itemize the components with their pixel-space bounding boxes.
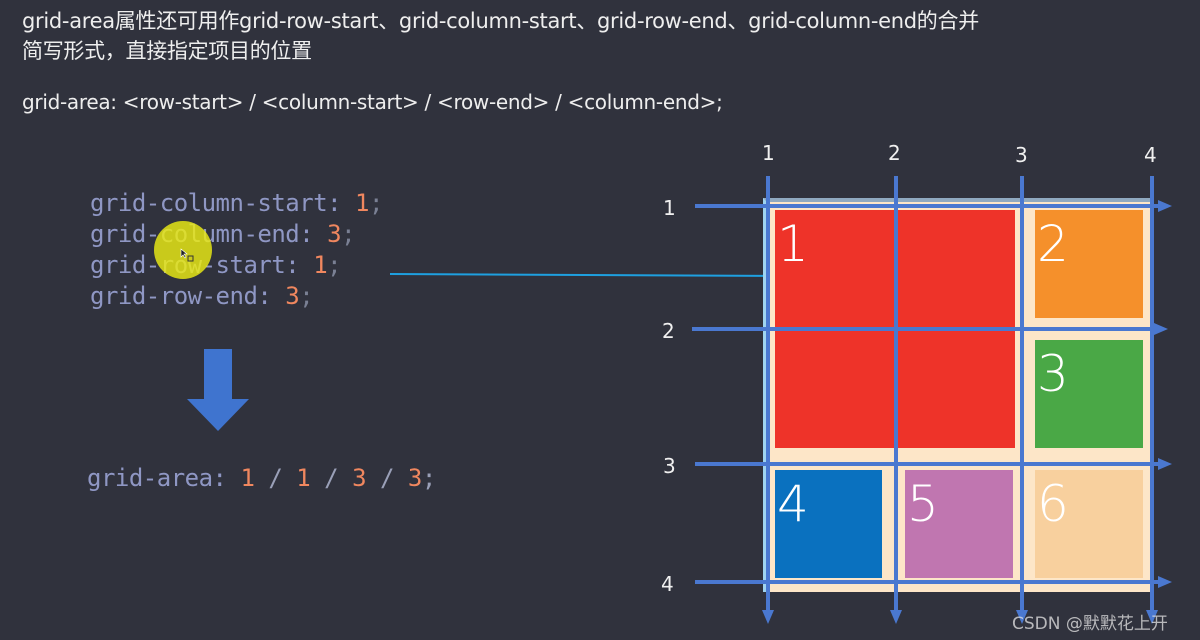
code-value: 1 xyxy=(240,464,255,492)
code-line: grid-column-start: 1; xyxy=(90,188,383,219)
code-value: 3 xyxy=(407,464,422,492)
grid-item-5: 5 xyxy=(905,470,1013,578)
grid-item-2: 2 xyxy=(1035,210,1143,318)
code-semicolon: ; xyxy=(341,220,356,248)
row-line-label-2: 2 xyxy=(662,319,675,343)
grid-item-6: 6 xyxy=(1035,470,1143,578)
grid-item-label: 3 xyxy=(1037,345,1069,403)
mouse-cursor-icon xyxy=(180,248,194,262)
code-value: 1 xyxy=(355,189,369,217)
code-line: grid-row-start: 1; xyxy=(90,250,383,281)
grid-item-label: 2 xyxy=(1037,215,1069,273)
code-value: 3 xyxy=(327,220,342,248)
code-separator: / xyxy=(310,464,353,492)
heading: grid-area属性还可用作grid-row-start、grid-colum… xyxy=(22,6,1182,66)
watermark: CSDN @默默花上开 xyxy=(1012,614,1168,634)
column-line-label-1: 1 xyxy=(762,141,775,165)
code-separator: / xyxy=(366,464,408,492)
syntax-line: grid-area: <row-start> / <column-start> … xyxy=(22,90,723,114)
grid-item-label: 5 xyxy=(907,475,939,533)
grid-item-3: 3 xyxy=(1035,340,1143,448)
grid-item-label: 6 xyxy=(1037,475,1069,533)
code-semicolon: ; xyxy=(369,189,383,217)
code-semicolon: ; xyxy=(421,464,436,492)
code-semicolon: ; xyxy=(327,251,342,279)
code-property: grid-row-end: xyxy=(90,282,286,310)
code-property: grid-area: xyxy=(87,464,241,492)
grid-item-label: 4 xyxy=(777,475,809,533)
code-line: grid-column-end: 3; xyxy=(90,219,383,250)
down-arrow-icon xyxy=(187,349,249,431)
code-block-longhand: grid-column-start: 1; grid-column-end: 3… xyxy=(90,188,383,312)
row-line-label-4: 4 xyxy=(661,572,674,596)
heading-line-1: grid-area属性还可用作grid-row-start、grid-colum… xyxy=(22,9,979,33)
code-separator: / xyxy=(254,464,297,492)
code-semicolon: ; xyxy=(299,282,314,310)
heading-line-2: 简写形式，直接指定项目的位置 xyxy=(22,39,312,63)
column-line-label-2: 2 xyxy=(888,141,901,165)
code-value: 1 xyxy=(313,251,328,279)
column-line-label-4: 4 xyxy=(1144,143,1157,167)
cursor-highlight xyxy=(154,221,212,279)
column-line-label-3: 3 xyxy=(1015,143,1028,167)
row-line-label-3: 3 xyxy=(663,454,676,478)
code-property: grid-column-start: xyxy=(90,189,356,217)
code-grid-area-shorthand: grid-area: 1 / 1 / 3 / 3; xyxy=(87,462,436,494)
grid-item-label: 1 xyxy=(777,215,809,273)
grid-item-4: 4 xyxy=(775,470,882,578)
row-line-label-1: 1 xyxy=(663,196,676,220)
code-value: 1 xyxy=(296,464,311,492)
code-line: grid-row-end: 3; xyxy=(90,281,383,312)
code-value: 3 xyxy=(285,282,300,310)
code-value: 3 xyxy=(352,464,367,492)
grid-item-1: 1 xyxy=(775,210,1015,448)
